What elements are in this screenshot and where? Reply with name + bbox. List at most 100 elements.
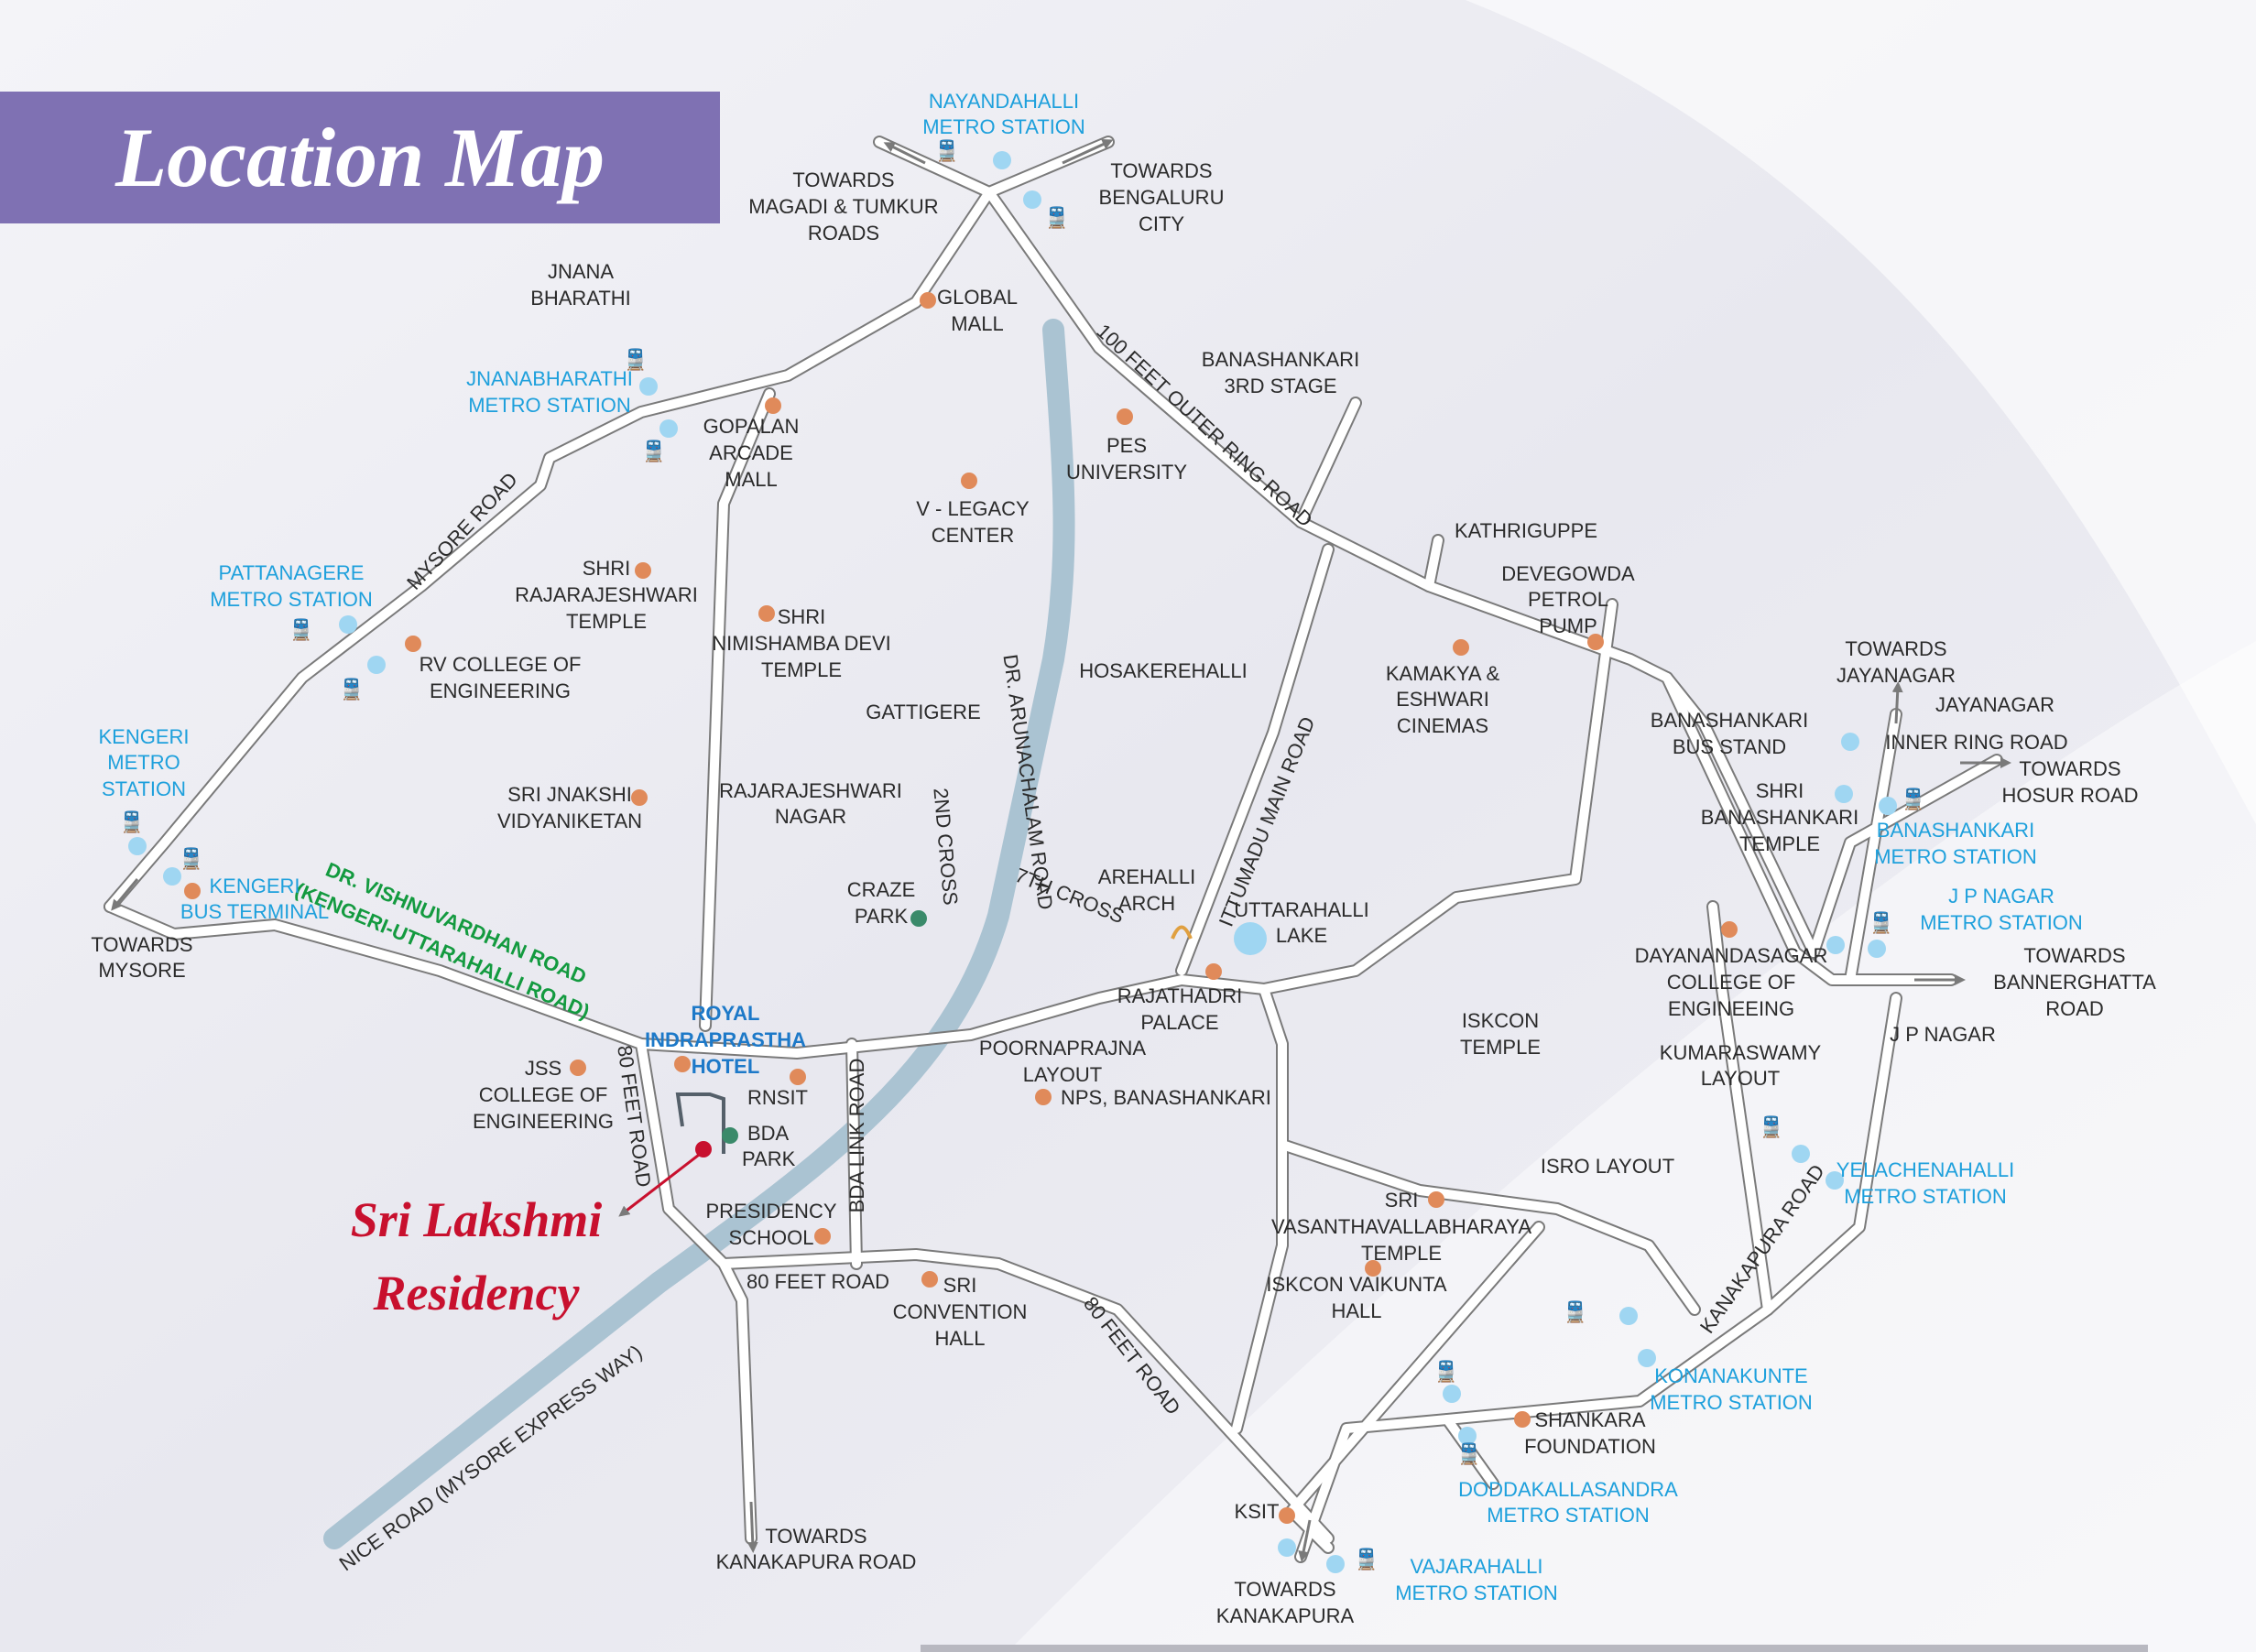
rajathadri-dot [1205,963,1222,980]
pes-dot [1117,408,1133,425]
label-shankara: FOUNDATION [1524,1435,1656,1458]
label-pes: PES [1106,434,1147,457]
jnanabharathi-dot-2 [659,419,678,438]
dsce-dot [1721,921,1738,938]
metro-vajarahalli: VAJARAHALLI [1410,1555,1542,1578]
metro-yelachenahalli: YELACHENAHALLI [1836,1158,2014,1181]
label-rvce: RV COLLEGE OF [420,653,582,676]
label-iskcon: ISKCON [1462,1009,1539,1032]
label-kamakya: ESHWARI [1396,688,1489,711]
uttarahalli-lake-dot [1234,922,1267,955]
label-vasantha: TEMPLE [1361,1242,1442,1265]
label-global-mall: GLOBAL [937,286,1018,309]
label-jnana-bharathi: JNANA [548,260,614,283]
label-devegowda: PETROL [1528,588,1608,611]
label-kamakya: CINEMAS [1397,714,1488,737]
banashankari-dot-1 [1835,785,1853,803]
label-iskcon-vaikunta: ISKCON VAIKUNTA [1266,1273,1447,1296]
ksit-dot [1279,1507,1295,1524]
metro-train-icon: 🚆 [179,847,203,871]
metro-train-icon: 🚆 [1563,1300,1587,1324]
label-jss: COLLEGE OF [479,1083,608,1106]
project-site-outline [675,1092,725,1154]
metro-train-icon: 🚆 [1433,1360,1458,1384]
kengeri-bus-dot [184,883,201,899]
label-craze: CRAZE [847,878,916,901]
metro-kengeri: STATION [102,777,186,800]
label-towards-mysore: TOWARDS [91,933,192,956]
label-ksit: KSIT [1235,1500,1280,1523]
metro-train-icon: 🚆 [1759,1115,1783,1139]
label-global-mall: MALL [951,312,1003,335]
arehalli-arch-icon [1171,925,1193,940]
metro-kengeri: METRO [107,751,180,774]
page-title: Location Map [114,111,605,204]
label-dsce: ENGINEEING [1668,997,1794,1020]
label-towards-magadi: MAGADI & TUMKUR [748,195,938,218]
metro-jnanabharathi: METRO STATION [468,394,631,417]
banashankari-dot-2 [1879,797,1897,815]
metro-train-icons: 🚆 🚆 🚆 🚆 🚆 🚆 🚆 🚆 🚆 🚆 🚆 🚆 🚆 🚆 🚆 [119,139,1925,1571]
jpnagar-dot-2 [1868,940,1886,958]
metro-pattanagere: METRO STATION [210,588,373,611]
label-convention: CONVENTION [893,1300,1028,1323]
label-rajathadri: PALACE [1140,1011,1218,1034]
jnakshi-dot [631,789,648,806]
pattanagere-dot-2 [367,656,386,674]
label-royal-hotel: INDRAPRASTHA [645,1028,806,1051]
project-name-line2[interactable]: Residency [373,1266,581,1321]
label-gopalan: ARCADE [709,441,793,464]
nps-dot [1035,1089,1052,1105]
label-presidency: PRESIDENCY [705,1200,836,1223]
doddakallasandra-dot-1 [1443,1385,1461,1403]
convention-dot [921,1271,938,1288]
label-towards-kanakapura: KANAKAPURA [1216,1604,1355,1627]
label-devegowda: PUMP [1539,614,1597,637]
label-devegowda: DEVEGOWDA [1501,562,1635,585]
royal-hotel-dot [674,1056,691,1072]
label-vasantha: VASANTHAVALLABHARAYA [1271,1215,1531,1238]
label-iskcon-vaikunta: HALL [1331,1299,1381,1322]
ksit-metro-dot [1278,1538,1296,1557]
metro-doddakallasandra: DODDAKALLASANDRA [1458,1478,1678,1501]
label-dsce: DAYANANDASAGAR [1635,944,1828,967]
nice-road-band [323,319,1075,1549]
metro-train-icon: 🚆 [339,678,364,701]
konanakunte-dot-2 [1638,1349,1656,1367]
label-rajarajeshwari-temple: RAJARAJESHWARI [515,583,698,606]
label-poornaprajna: POORNAPRAJNA [979,1037,1146,1060]
global-mall-dot [920,292,936,309]
nayandahalli-dot-2 [1023,190,1041,209]
iskcon-vaikunta-dot [1365,1260,1381,1277]
label-arehalli: ARCH [1118,892,1175,915]
rnsit-dot [790,1069,806,1085]
label-rr-nagar: RAJARAJESHWARI [719,779,902,802]
label-bda-park: BDA [747,1122,790,1145]
label-gattigere: GATTIGERE [866,701,981,723]
label-towards-bannerghatta: TOWARDS [2023,944,2125,967]
label-towards-bengaluru: TOWARDS [1110,159,1212,182]
arrow-towards-kanakapura [1298,1519,1312,1562]
label-presidency: SCHOOL [729,1226,814,1249]
label-towards-kanakapura-road: KANAKAPURA ROAD [716,1550,917,1573]
label-jss: ENGINEERING [473,1110,614,1133]
arrow-towards-magadi [883,142,926,165]
label-rajarajeshwari-temple: SHRI [583,557,631,580]
project-pointer-arrow [618,1150,703,1217]
metro-kengeri: KENGERI [98,725,189,748]
shankara-dot [1514,1411,1531,1428]
metro-train-icon: 🚆 [623,348,648,372]
metro-labels: NAYANDAHALLI METRO STATION JNANABHARATHI… [98,90,2082,1604]
project-name-line1[interactable]: Sri Lakshmi [351,1192,603,1247]
nayandahalli-dot-1 [993,151,1011,169]
label-uttarahalli: LAKE [1276,924,1327,947]
label-towards-mysore: MYSORE [98,959,185,982]
metro-train-icon: 🚆 [1354,1548,1379,1571]
arrow-towards-mysore [111,878,139,911]
label-towards-kanakapura: TOWARDS [1234,1578,1335,1601]
label-rr-nagar: NAGAR [775,805,846,828]
label-towards-bengaluru: CITY [1139,212,1184,235]
metro-konanakunte: KONANAKUNTE [1654,1364,1807,1387]
metro-train-icon: 🚆 [1044,206,1069,230]
